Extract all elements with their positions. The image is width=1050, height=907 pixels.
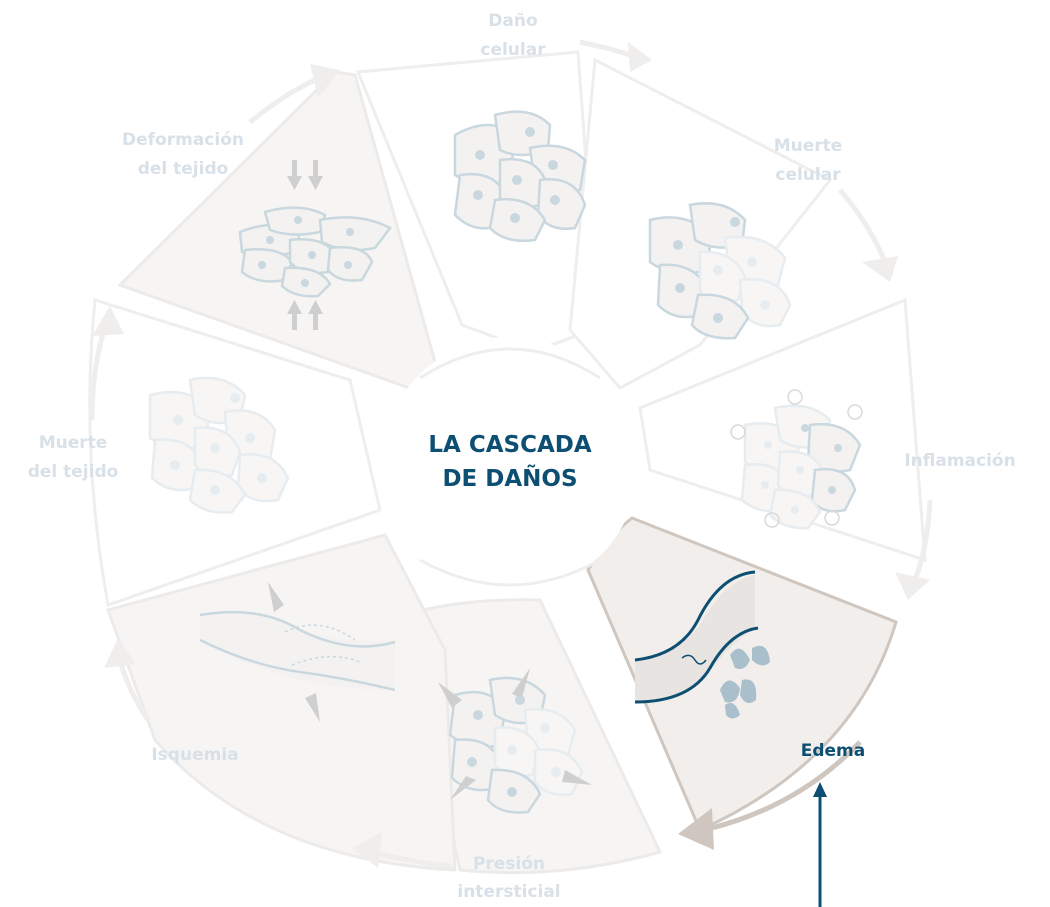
ring-arrow-head-8 xyxy=(310,64,340,98)
pointer-arrow-head xyxy=(813,782,827,797)
fluid-drop-1 xyxy=(730,648,750,669)
ring-arrow-edema xyxy=(711,740,862,831)
center-title-line2: DE DAÑOS xyxy=(442,464,577,492)
label-cell-damage-line2: celular xyxy=(480,40,546,60)
ring-arrow-5 xyxy=(371,849,453,869)
label-edema: Edema xyxy=(801,741,866,761)
ring-arrow-head-2 xyxy=(862,256,898,282)
compression-arrows-icon xyxy=(287,160,323,330)
cell-cluster-deformation-icon xyxy=(238,160,392,330)
cell-cluster-death-icon xyxy=(648,202,792,340)
label-tissue-death-line1: Muerte xyxy=(39,433,108,453)
fluid-drop-3 xyxy=(720,680,740,703)
center-disc-outline xyxy=(419,347,601,380)
edema-vessel-icon xyxy=(634,570,770,719)
segment-edema xyxy=(586,516,898,832)
cell-cluster-damage-icon xyxy=(453,110,587,242)
segment-ischemia xyxy=(106,533,457,872)
ring-arrow-8 xyxy=(248,75,321,124)
label-cell-death-line2: celular xyxy=(775,165,841,185)
ring-arrow-head-edema xyxy=(678,808,714,850)
label-pressure-line2: intersticial xyxy=(457,882,560,902)
cell-cluster-pressure-icon xyxy=(438,668,592,814)
label-inflammation: Inflamación xyxy=(904,451,1015,471)
center-disc xyxy=(382,337,638,593)
ring-arrow-3 xyxy=(912,499,933,581)
ring-arrow-7 xyxy=(89,329,107,421)
ring-arrow-2 xyxy=(838,188,888,263)
ring-arrow-head-6 xyxy=(104,638,136,668)
label-pressure-line1: Presión xyxy=(473,854,545,874)
ischemia-vessel-icon xyxy=(199,582,396,722)
ring-arrow-head-1 xyxy=(628,42,652,72)
center-title-line1: LA CASCADA xyxy=(428,432,591,458)
cell-cluster-inflammation-icon xyxy=(730,389,863,530)
label-tissue-deformation-line2: del tejido xyxy=(138,159,229,179)
label-cell-death-line1: Muerte xyxy=(774,136,843,156)
label-cell-damage-line1: Daño xyxy=(488,11,537,31)
fluid-drop-5 xyxy=(725,702,740,719)
center-disc-outline-bottom xyxy=(419,558,601,587)
ring-arrow-head-5 xyxy=(352,832,382,868)
label-ischemia: Isquemia xyxy=(151,745,238,765)
label-tissue-death-line2: del tejido xyxy=(28,462,119,482)
fluid-drop-4 xyxy=(740,679,757,704)
label-tissue-deformation-line1: Deformación xyxy=(122,130,244,150)
fluid-drop-2 xyxy=(752,645,770,666)
pressure-arrows-icon xyxy=(438,668,592,800)
ring-arrow-head-7 xyxy=(92,306,124,336)
cell-cluster-tissue-death-icon xyxy=(148,376,290,514)
ring-arrow-head-3 xyxy=(895,572,930,600)
